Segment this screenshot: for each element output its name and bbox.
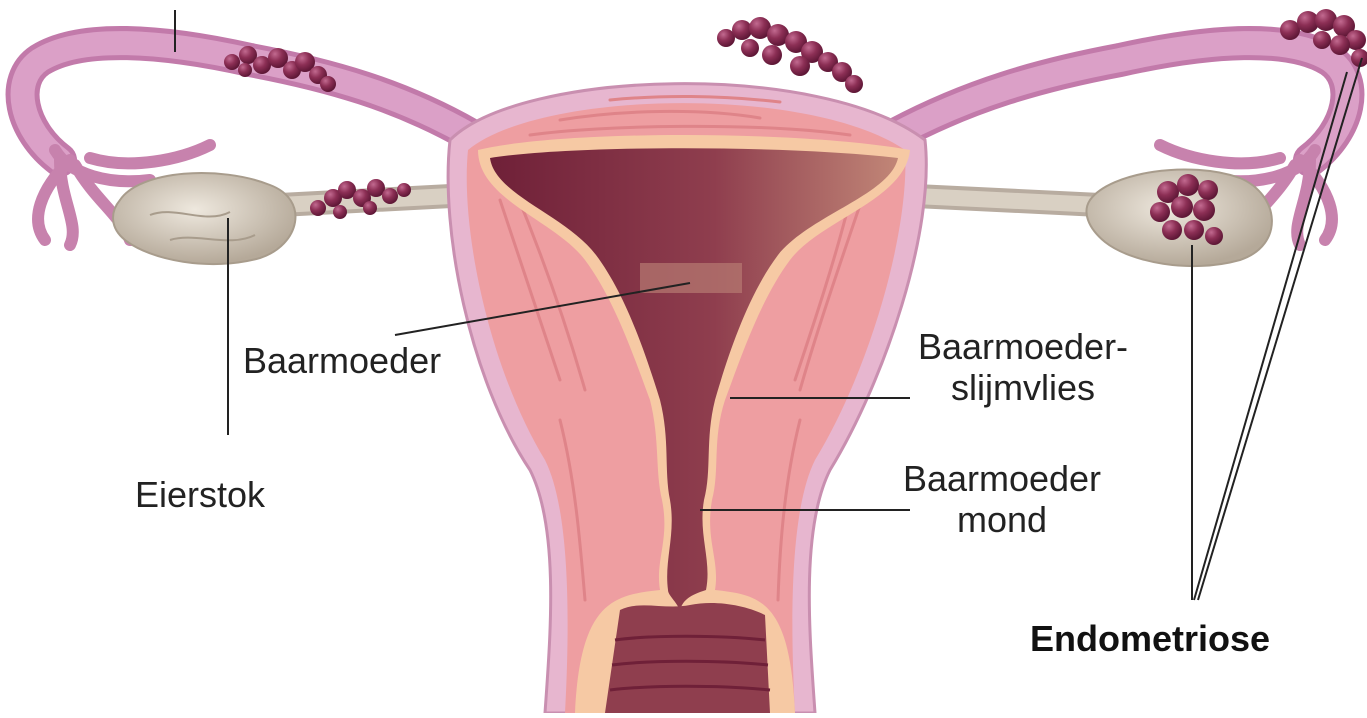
label-eierstok: Eierstok bbox=[135, 474, 265, 515]
label-baarmoeder-slijmvlies-line2: slijmvlies bbox=[888, 367, 1158, 408]
label-baarmoeder-mond-line1: Baarmoeder bbox=[872, 458, 1132, 499]
label-baarmoeder-mond-line2: mond bbox=[872, 499, 1132, 540]
label-endometriose: Endometriose bbox=[1030, 618, 1270, 659]
leader-line-endometriose-tube2 bbox=[1198, 58, 1362, 600]
left-ovary bbox=[113, 173, 295, 264]
label-baarmoeder-mond: Baarmoeder mond bbox=[872, 458, 1132, 541]
label-baarmoeder: Baarmoeder bbox=[243, 340, 441, 381]
label-baarmoeder-slijmvlies: Baarmoeder- slijmvlies bbox=[888, 326, 1158, 409]
leader-line-endometriose-tube1 bbox=[1194, 72, 1347, 600]
label-baarmoeder-slijmvlies-line1: Baarmoeder- bbox=[888, 326, 1158, 367]
